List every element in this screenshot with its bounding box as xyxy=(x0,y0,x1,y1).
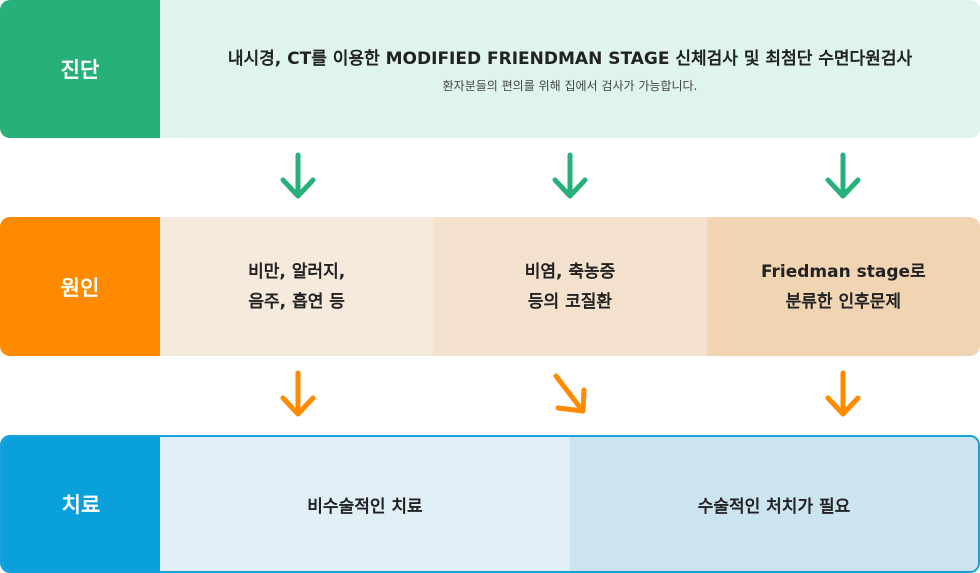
treatment-item: 비수술적인 치료 xyxy=(160,437,570,571)
diagnosis-row: 진단 내시경, CT를 이용한 MODIFIED FRIENDMAN STAGE… xyxy=(0,0,980,138)
arrow-down-icon xyxy=(280,370,316,417)
treatment-label: 치료 xyxy=(2,437,160,571)
cause-item-line: 비만, 알러지, xyxy=(248,261,346,282)
cause-item: Friedman stage로 분류한 인후문제 xyxy=(706,217,980,356)
diagnosis-subtitle: 환자분들의 편의를 위해 집에서 검사가 가능합니다. xyxy=(442,79,698,93)
cause-item-line: 음주, 흡연 등 xyxy=(248,291,345,312)
arrow-down-icon xyxy=(280,152,316,199)
arrow-down-right-icon xyxy=(553,373,587,414)
diagnosis-title: 내시경, CT를 이용한 MODIFIED FRIENDMAN STAGE 신체… xyxy=(227,49,913,69)
arrow-down-icon xyxy=(825,152,861,199)
treatment-item: 수술적인 처치가 필요 xyxy=(570,437,978,571)
cause-item-line: Friedman stage로 xyxy=(760,261,926,282)
treatment-row: 치료 비수술적인 치료 수술적인 처치가 필요 xyxy=(0,435,980,573)
arrow-down-icon xyxy=(552,152,588,199)
cause-item-line: 비염, 축농증 xyxy=(524,261,616,282)
cause-label: 원인 xyxy=(0,217,160,356)
diagnosis-label: 진단 xyxy=(0,0,160,138)
cause-item: 비염, 축농증 등의 코질환 xyxy=(433,217,707,356)
cause-item: 비만, 알러지, 음주, 흡연 등 xyxy=(160,217,434,356)
arrow-down-icon xyxy=(825,370,861,417)
cause-item-line: 분류한 인후문제 xyxy=(785,291,902,312)
cause-item-line: 등의 코질환 xyxy=(527,291,613,312)
diagnosis-content: 내시경, CT를 이용한 MODIFIED FRIENDMAN STAGE 신체… xyxy=(160,0,980,138)
cause-row: 원인 비만, 알러지, 음주, 흡연 등 비염, 축농증 등의 코질환 Frie… xyxy=(0,217,980,356)
